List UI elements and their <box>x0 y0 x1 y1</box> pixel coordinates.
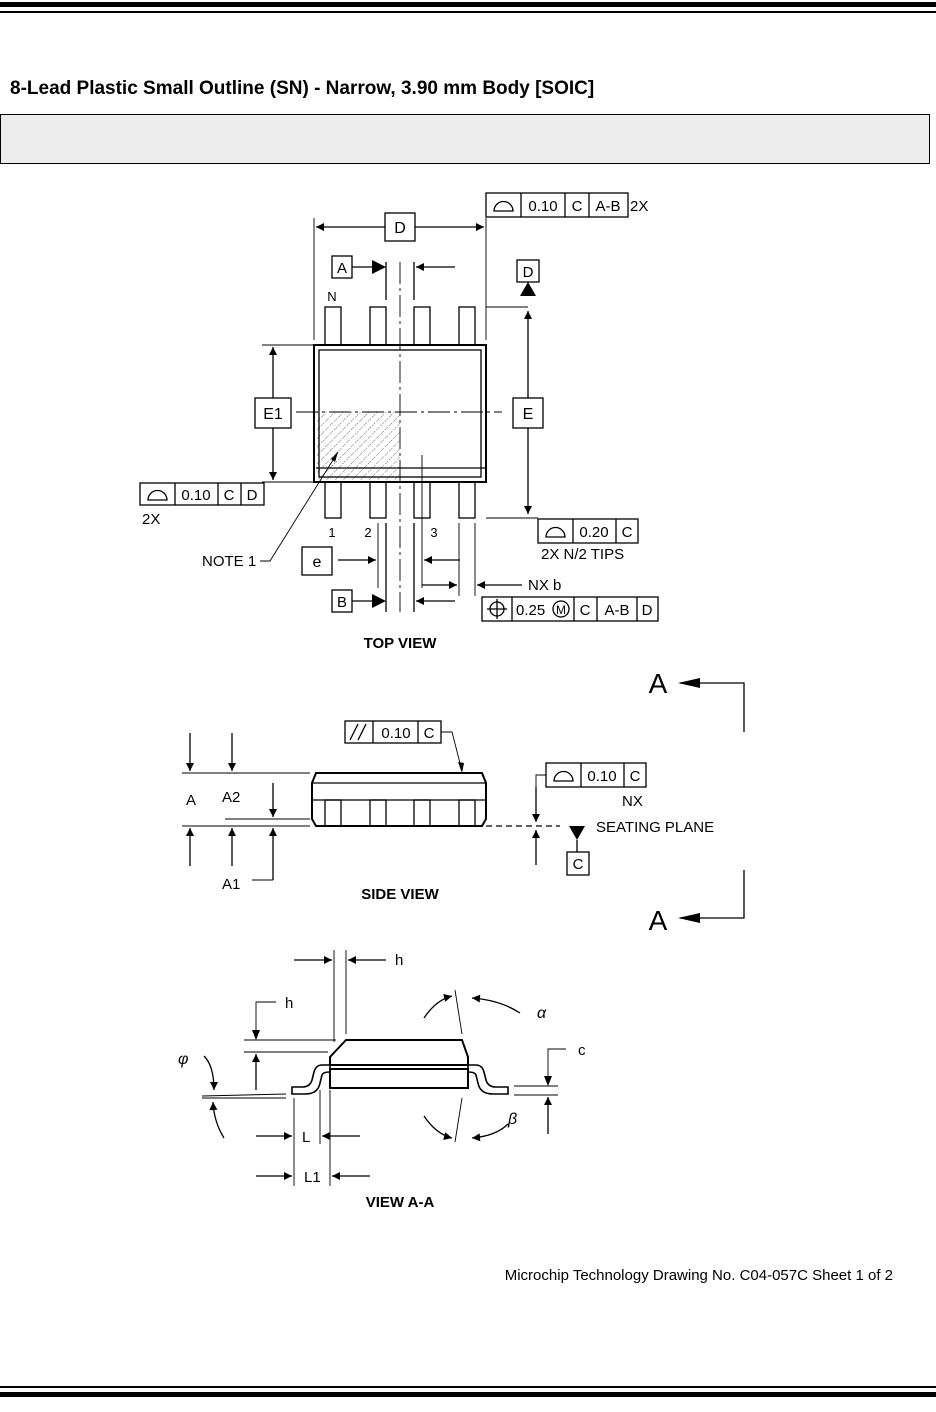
svg-text:C: C <box>424 725 435 742</box>
svg-text:D: D <box>642 602 653 619</box>
side-view: A 0.10 C A A2 <box>182 668 745 936</box>
datum-c-label: C <box>573 856 584 873</box>
package-drawing: D A N 0.10 C A-B 2X D E <box>139 192 745 1211</box>
pin-n-label: N <box>327 289 336 304</box>
fcf-profile-side: 0.10 C NX <box>545 762 647 810</box>
fcf-profile-left: 0.10 C D 2X <box>139 482 265 528</box>
bottom-rule-thin <box>0 1386 936 1388</box>
pin-1-label: 1 <box>328 525 335 540</box>
svg-text:M: M <box>556 603 566 617</box>
side-lead <box>413 799 431 827</box>
dim-l-label: L <box>302 1129 310 1146</box>
dim-a2-label: A2 <box>222 789 240 806</box>
svg-text:A-B: A-B <box>595 198 620 215</box>
datum-b-label: B <box>337 594 347 611</box>
pin-bottom <box>324 481 342 519</box>
parallelism-icon <box>349 723 359 741</box>
svg-text:0.20: 0.20 <box>579 524 608 541</box>
profile-surface-icon <box>545 526 566 538</box>
left-lead <box>291 1064 331 1095</box>
svg-text:C: C <box>224 487 235 504</box>
dim-h-top-label: h <box>395 952 403 969</box>
svg-text:2X: 2X <box>142 511 160 528</box>
fcf-parallelism: 0.10 C <box>344 720 464 773</box>
drawing-number-footer: Microchip Technology Drawing No. C04-057… <box>504 1267 893 1284</box>
pin-3-label: 3 <box>430 525 437 540</box>
svg-text:D: D <box>247 487 258 504</box>
svg-text:C: C <box>572 198 583 215</box>
datum-a-label: A <box>337 260 347 277</box>
dim-d-box <box>384 212 416 242</box>
svg-text:NX: NX <box>622 793 643 810</box>
bottom-rule-thick <box>0 1392 936 1397</box>
page-title: 8-Lead Plastic Small Outline (SN) - Narr… <box>10 78 595 99</box>
top-view: D A N 0.10 C A-B 2X D E <box>139 192 659 652</box>
svg-text:A-B: A-B <box>604 602 629 619</box>
svg-text:C: C <box>580 602 591 619</box>
profile-surface-icon <box>147 489 168 501</box>
dim-e-pitch-box <box>301 546 333 576</box>
beta-label: β <box>507 1111 517 1128</box>
nx-b-label: NX b <box>528 577 561 594</box>
dim-e1-box <box>254 397 292 429</box>
pin-top <box>324 306 342 346</box>
pin-bottom <box>369 481 387 519</box>
fcf-position-bottom: 0.25 M C A-B D <box>481 596 659 622</box>
section-body <box>329 1039 469 1066</box>
datum-c-box <box>566 851 590 876</box>
alpha-label: α <box>537 1005 547 1022</box>
svg-text:0.10: 0.10 <box>528 198 557 215</box>
datum-d-label: D <box>523 264 534 281</box>
dim-e-label: E <box>523 406 534 423</box>
top-rule-thin <box>0 11 936 13</box>
pin-2-label: 2 <box>364 525 371 540</box>
dim-e-box <box>512 397 544 429</box>
dim-h-left-label: h <box>285 995 293 1012</box>
dim-e1-label: E1 <box>263 406 283 423</box>
svg-text:C: C <box>622 524 633 541</box>
top-rule-thick <box>0 2 936 7</box>
svg-text:0.10: 0.10 <box>587 768 616 785</box>
side-body <box>311 772 487 827</box>
svg-text:2X N/2 TIPS: 2X N/2 TIPS <box>541 546 624 563</box>
mmc-icon <box>552 600 570 618</box>
pin-top <box>369 306 387 346</box>
svg-text:0.10: 0.10 <box>181 487 210 504</box>
seating-plane-label: SEATING PLANE <box>596 819 714 836</box>
top-view-caption: TOP VIEW <box>364 635 438 652</box>
pin-top <box>458 306 476 346</box>
fcf-profile-right: 0.20 C 2X N/2 TIPS <box>537 518 639 563</box>
profile-surface-icon <box>553 770 574 782</box>
section-a-bottom: A <box>649 905 668 936</box>
dim-c-label: c <box>578 1042 586 1059</box>
svg-text:0.25: 0.25 <box>516 602 545 619</box>
dim-a-label: A <box>186 792 196 809</box>
section-a-top: A <box>649 668 668 699</box>
phi-label: φ <box>178 1051 188 1068</box>
view-aa-caption: VIEW A-A <box>366 1194 435 1211</box>
profile-surface-icon <box>493 200 514 212</box>
svg-text:0.10: 0.10 <box>381 725 410 742</box>
pin-top <box>413 306 431 346</box>
side-lead <box>458 799 476 827</box>
dim-l1-label: L1 <box>304 1169 321 1186</box>
note1-label: NOTE 1 <box>202 553 256 570</box>
side-view-caption: SIDE VIEW <box>361 886 439 903</box>
note-box <box>0 114 930 164</box>
view-a-a: h h α β φ c L <box>178 950 586 1211</box>
right-lead <box>467 1064 509 1095</box>
dim-d-label: D <box>394 220 406 237</box>
position-icon <box>487 599 507 619</box>
pin1-hatch <box>316 412 400 480</box>
pin-bottom <box>458 481 476 519</box>
side-lead <box>369 799 387 827</box>
svg-text:2X: 2X <box>630 198 648 215</box>
side-lead <box>324 799 342 827</box>
svg-text:C: C <box>630 768 641 785</box>
fcf-profile-top: 0.10 C A-B 2X <box>485 192 648 218</box>
dim-e-pitch-label: e <box>313 554 322 571</box>
dim-a1-label: A1 <box>222 876 240 893</box>
